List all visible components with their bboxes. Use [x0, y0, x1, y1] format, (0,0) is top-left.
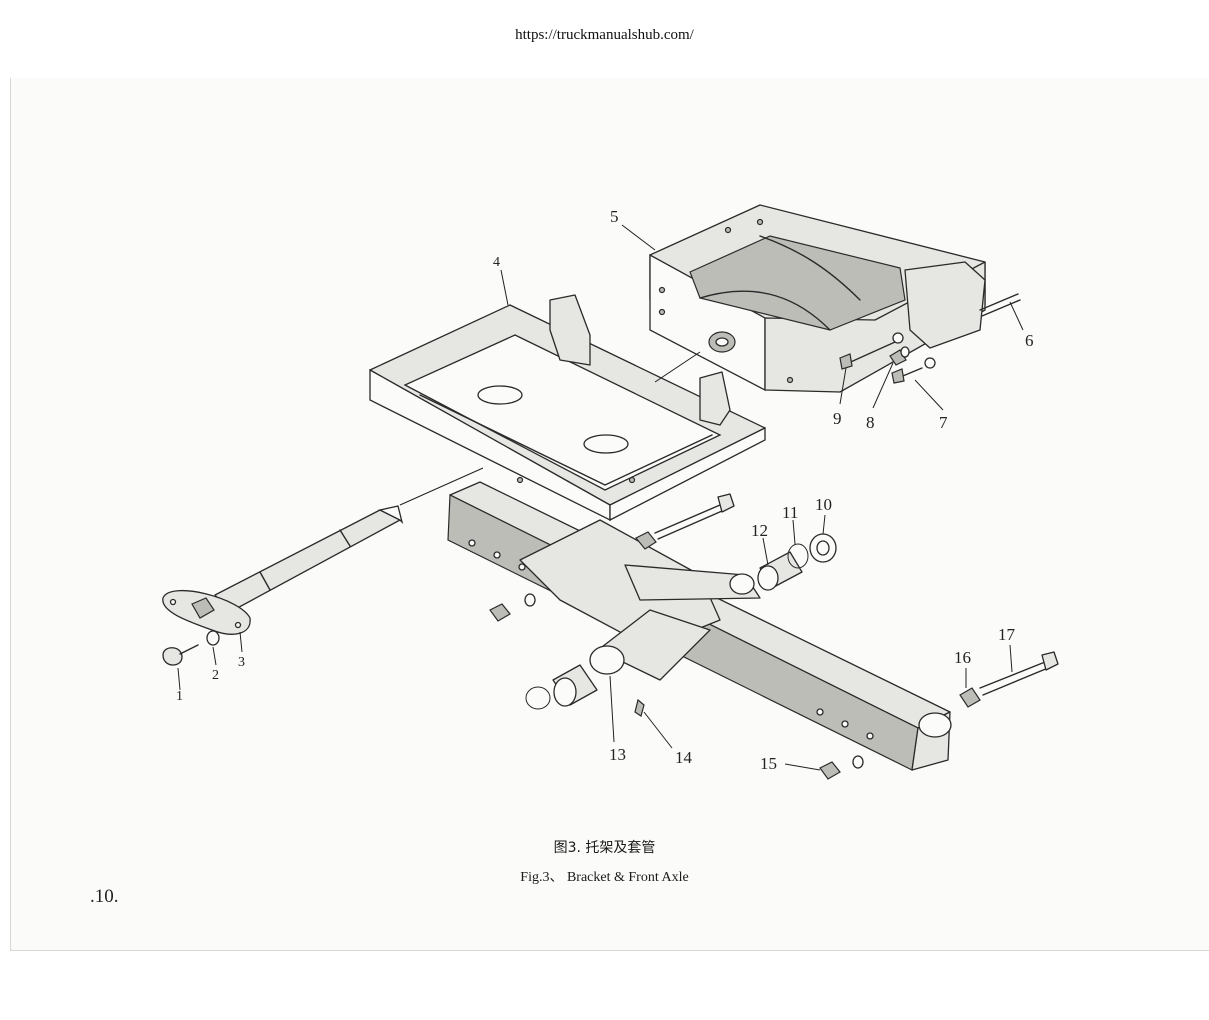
callout-numbers: 1 2 3 4 5 6 7 8 9 10 11 12 13 14 15 16 1…: [176, 207, 1034, 773]
callout-6: 6: [1025, 331, 1034, 350]
part-front-support: [649, 204, 986, 393]
callout-leaders: [177, 224, 1024, 771]
callout-12: 12: [751, 521, 768, 540]
callout-16: 16: [954, 648, 971, 667]
part-front-axle-beam: [447, 481, 952, 771]
callout-10: 10: [815, 495, 832, 514]
figure-caption-chinese: 图3. 托架及套管: [553, 840, 656, 856]
callout-3: 3: [238, 655, 245, 670]
callout-7: 7: [939, 413, 948, 432]
callout-8: 8: [866, 413, 875, 432]
part-bracket-tray: [369, 294, 766, 522]
callout-2: 2: [212, 668, 219, 683]
callout-11: 11: [782, 503, 798, 522]
callout-4: 4: [493, 255, 500, 270]
figure-caption-english: Fig.3、 Bracket & Front Axle: [520, 870, 689, 885]
page-number: .10.: [90, 886, 119, 907]
part-bolts-nuts: [489, 293, 1059, 780]
callout-15: 15: [760, 754, 777, 773]
part-pivot-pin: [162, 505, 404, 666]
callout-14: 14: [675, 748, 693, 767]
callout-17: 17: [998, 625, 1016, 644]
callout-5: 5: [610, 207, 619, 226]
callout-9: 9: [833, 409, 842, 428]
callout-1: 1: [176, 689, 183, 704]
callout-13: 13: [609, 745, 626, 764]
source-url[interactable]: https://truckmanualshub.com/: [515, 27, 694, 43]
